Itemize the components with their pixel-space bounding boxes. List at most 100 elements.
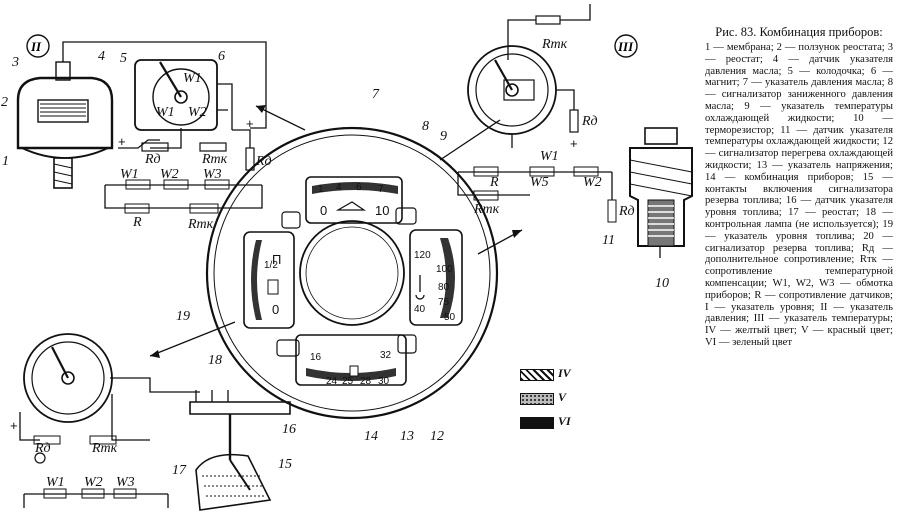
winding-w2: W2: [188, 105, 207, 120]
winding-w1: W1: [183, 71, 202, 86]
callout-13: 13: [400, 429, 414, 444]
pressure-lower-label: 10: [375, 203, 389, 218]
caption-title: Рис. 83. Комбинация приборов:: [715, 25, 883, 39]
winding-w1: W1: [120, 167, 139, 182]
temp-tick: 80: [438, 282, 450, 293]
oil-pressure-sender-4: [16, 41, 267, 189]
control-lamp-18: [276, 339, 300, 357]
pressure-tick: 4: [336, 182, 342, 193]
winding-w3: W3: [203, 167, 222, 182]
callout-7: 7: [372, 87, 380, 102]
callout-5: 5: [120, 51, 127, 66]
voltage-gauge-13: 16 32 24 25 28 30: [295, 334, 407, 387]
callout-4: 4: [98, 49, 105, 64]
fuel-reserve-lamp-20: [281, 211, 301, 229]
pressure-indicator-II: W1 W1 W2 + Rд Rтк Rд +: [118, 59, 272, 171]
instrument-cluster-diagram: 1 4 6 7 0 10 120 100 80 75 50 40 16 32: [1, 4, 693, 511]
callout-18: 18: [208, 353, 222, 368]
pressure-gauge-7: 1 4 6 7 0 10: [305, 176, 403, 224]
pressure-lower-label: 0: [320, 203, 327, 218]
callouts: 1 2 3 4 5 6 7 8 9 10 11 12 13 14 15 16 1…: [1, 49, 669, 478]
callout-2: 2: [1, 95, 8, 110]
svg-text:+: +: [246, 116, 254, 131]
callout-3: 3: [11, 55, 19, 70]
legend-row-yellow: IV: [520, 366, 600, 382]
svg-text:+: +: [10, 418, 18, 433]
voltage-tick: 30: [378, 376, 390, 387]
swatch-dotted: [520, 393, 554, 405]
resistor-r-tk: Rтк: [201, 152, 228, 167]
fuel-indicator-I: + Rд Rтк W1 W2 W3: [10, 333, 200, 508]
svg-text:+: +: [118, 134, 126, 149]
resistor-r-d: Rд: [255, 154, 272, 169]
lamp-icon: [34, 452, 46, 464]
temp-tick: 100: [436, 264, 453, 275]
pressure-tick: 6: [356, 182, 362, 193]
overheat-lamp-12: [397, 334, 417, 354]
resistor-r-tk: Rтк: [91, 441, 118, 456]
resistor-r-tk: Rтк: [187, 217, 214, 232]
resistor-r-tk: Rтк: [473, 202, 500, 217]
callout-17: 17: [172, 463, 187, 478]
winding-w2: W2: [583, 175, 602, 190]
resistor-r-d: Rд: [144, 152, 161, 167]
temp-tick: 50: [444, 312, 456, 323]
caption-body: 1 — мембрана; 2 — ползунок реостата; 3 —…: [705, 42, 893, 348]
fuel-mark: 0: [272, 302, 279, 317]
instrument-cluster-14: 1 4 6 7 0 10 120 100 80 75 50 40 16 32: [205, 126, 499, 420]
callout-10: 10: [655, 276, 669, 291]
legend-label: VI: [558, 414, 571, 428]
callout-12: 12: [430, 429, 444, 444]
swatch-hatched: [520, 369, 554, 381]
oil-can-icon: [335, 201, 366, 211]
voltage-tick: 16: [310, 352, 322, 363]
winding-w3: W3: [116, 475, 135, 490]
connection-arrows: [149, 105, 523, 358]
equivalent-circuit-III: W1 R W5 W2 Rтк Rд: [457, 149, 635, 223]
fuel-gauge-19: 1/2 П 0: [243, 231, 295, 329]
svg-text:+: +: [570, 136, 578, 151]
winding-w1: W1: [46, 475, 65, 490]
temperature-gauge-9: 120 100 80 75 50 40: [409, 229, 463, 326]
callout-6: 6: [218, 49, 225, 64]
callout-15: 15: [278, 457, 292, 472]
color-legend: IV V VI: [520, 366, 600, 436]
callout-11: 11: [602, 233, 615, 248]
fuel-level-sender-16: [189, 390, 291, 511]
temp-tick: 40: [414, 304, 426, 315]
resistor-r-tk: Rтк: [541, 37, 568, 52]
voltage-tick: 28: [360, 376, 372, 387]
pressure-tick: 7: [378, 184, 384, 195]
resistor-r-d: Rд: [581, 114, 598, 129]
winding-w1: W1: [540, 149, 559, 164]
winding-w5: W5: [530, 175, 549, 190]
resistor-r: R: [132, 215, 142, 230]
callout-14: 14: [364, 429, 378, 444]
fuel-mark: 1/2: [264, 260, 278, 271]
oil-pressure-lamp-8: [395, 207, 417, 225]
voltage-tick: 24: [326, 376, 338, 387]
temp-tick: 75: [438, 297, 450, 308]
temperature-sender-11: [629, 127, 693, 258]
legend-label: V: [558, 390, 567, 404]
thermometer-icon: [415, 275, 425, 300]
pressure-tick: 1: [318, 184, 324, 195]
temperature-indicator-III: Rтк Rд +: [467, 4, 598, 151]
figure-caption: Рис. 83. Комбинация приборов: 1 — мембра…: [705, 26, 893, 349]
callout-9: 9: [440, 129, 447, 144]
winding-w2: W2: [84, 475, 103, 490]
equivalent-circuit-II: W1 W2 W3 R Rтк: [104, 167, 263, 232]
legend-row-red: V: [520, 390, 600, 406]
winding-w1: W1: [156, 105, 175, 120]
voltage-tick: 25: [342, 376, 354, 387]
callout-16: 16: [282, 422, 296, 437]
fuel-pump-icon: [267, 279, 279, 295]
roman-marks: II III: [26, 34, 638, 58]
callout-1: 1: [2, 154, 9, 169]
resistor-r-d: Rд: [34, 441, 51, 456]
voltage-tick: 32: [380, 350, 392, 361]
legend-row-green: VI: [520, 414, 600, 430]
callout-19: 19: [176, 309, 190, 324]
legend-label: IV: [558, 366, 571, 380]
mark-II: II: [30, 39, 42, 54]
